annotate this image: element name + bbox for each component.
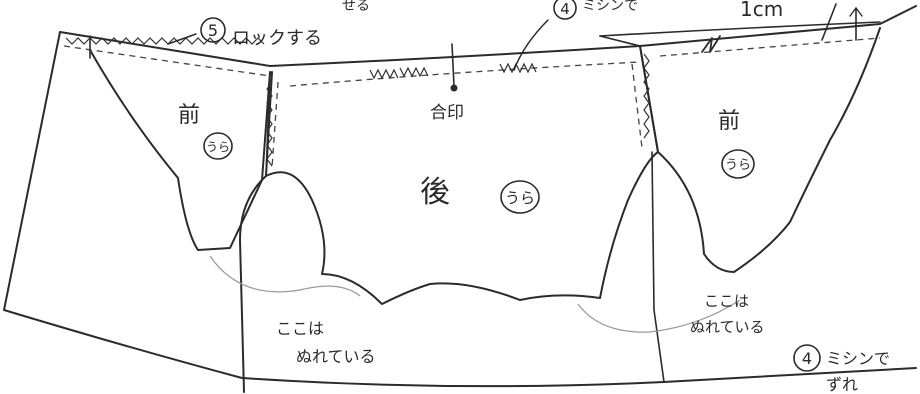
step4-top-label: ミシンで — [582, 0, 638, 14]
right-overlap-note-line1: ここは — [704, 292, 749, 310]
circled-markers — [200, 0, 821, 372]
aijirushi-label: 合印 — [430, 103, 464, 123]
step4-bottom-number: 4 — [802, 349, 812, 368]
front-left-ura: うら — [206, 140, 230, 154]
step4-bottom-line2: ずれ — [826, 375, 858, 394]
step4-bottom-line1: ミシンで — [826, 349, 890, 368]
overlock-seams — [65, 37, 650, 167]
leader-lines — [167, 19, 721, 71]
right-overlap-note-line2: ぬれている — [690, 318, 765, 336]
left-overlap-note-line1: ここは — [276, 319, 324, 338]
step5-number: 5 — [208, 21, 218, 40]
step5-label: ロックする — [232, 28, 322, 49]
front-left-label: 前 — [178, 103, 200, 128]
annotation-text: 5 ロックする せる 4 ミシンで 1cm 合印 前 うら 後 うら 前 うら … — [178, 0, 890, 394]
right-front-piece — [639, 27, 881, 383]
back-ura: うら — [505, 189, 535, 207]
step4-top-number: 4 — [560, 0, 570, 18]
garment-outline — [3, 5, 917, 388]
front-right-label: 前 — [718, 109, 740, 134]
top-cut-text: せる — [342, 0, 370, 14]
back-label: 後 — [420, 175, 450, 210]
front-right-ura: うら — [725, 158, 751, 173]
measure-label: 1cm — [740, 0, 783, 21]
pin-marks — [89, 3, 863, 92]
notch-mark-icon — [450, 84, 458, 92]
left-front-piece — [89, 49, 271, 251]
stitch-lines — [63, 37, 881, 169]
overlap-arcs — [209, 255, 741, 333]
left-overlap-note-line2: ぬれている — [296, 347, 376, 366]
back-piece — [239, 45, 659, 393]
